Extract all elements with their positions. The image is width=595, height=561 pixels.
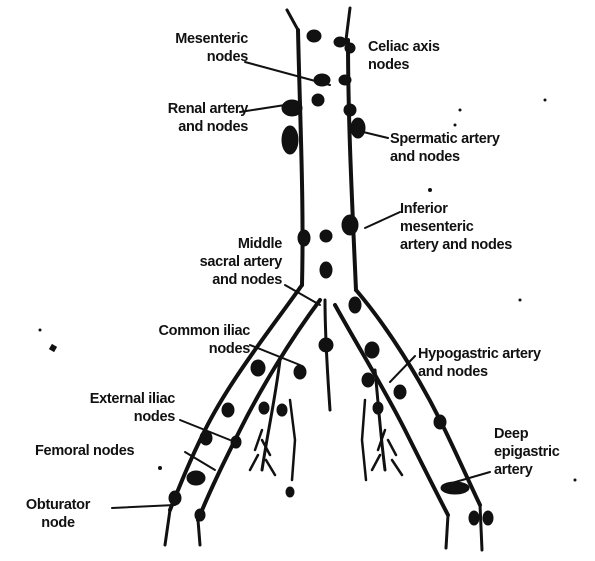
top-vessel-left <box>287 10 298 30</box>
label-line: node <box>6 514 110 532</box>
label-line: artery <box>494 461 560 479</box>
label-external-iliac-nodes: External iliac nodes <box>35 390 175 426</box>
label-line: Hypogastric artery <box>418 345 541 363</box>
label-line: Obturator <box>6 496 110 514</box>
right-iliac-outer <box>356 290 480 505</box>
leader-inferior <box>365 212 400 228</box>
label-line: External iliac <box>35 390 175 408</box>
label-line: Inferior <box>400 200 512 218</box>
label-hypogastric-artery: Hypogastric artery and nodes <box>418 345 541 381</box>
label-line: Celiac axis <box>368 38 440 56</box>
label-femoral-nodes: Femoral nodes <box>35 442 134 460</box>
label-line: and nodes <box>418 363 541 381</box>
label-line: Renal artery <box>108 100 248 118</box>
label-line: Common iliac <box>95 322 250 340</box>
top-vessel-right <box>346 8 350 40</box>
label-line: nodes <box>35 408 175 426</box>
label-line: epigastric <box>494 443 560 461</box>
label-line: artery and nodes <box>400 236 512 254</box>
leader-obturator <box>112 505 175 508</box>
label-line: and nodes <box>150 271 282 289</box>
label-line: nodes <box>118 48 248 66</box>
label-line: and nodes <box>390 148 500 166</box>
aorta-left-wall <box>298 30 303 285</box>
label-mesenteric-nodes: Mesenteric nodes <box>118 30 248 66</box>
label-inferior-mesenteric: Inferior mesenteric artery and nodes <box>400 200 512 254</box>
label-line: mesenteric <box>400 218 512 236</box>
label-spermatic-artery: Spermatic artery and nodes <box>390 130 500 166</box>
label-middle-sacral-artery: Middle sacral artery and nodes <box>150 235 282 289</box>
label-common-iliac-nodes: Common iliac nodes <box>95 322 250 358</box>
label-renal-artery: Renal artery and nodes <box>108 100 248 136</box>
middle-sacral <box>325 300 330 410</box>
label-line: Deep <box>494 425 560 443</box>
label-line: Middle <box>150 235 282 253</box>
label-line: Femoral nodes <box>35 442 134 460</box>
label-line: and nodes <box>108 118 248 136</box>
label-line: nodes <box>368 56 440 74</box>
label-obturator-node: Obturator node <box>6 496 110 532</box>
label-deep-epigastric-artery: Deep epigastric artery <box>494 425 560 479</box>
label-line: Spermatic artery <box>390 130 500 148</box>
label-line: Mesenteric <box>118 30 248 48</box>
label-line: nodes <box>95 340 250 358</box>
label-line: sacral artery <box>150 253 282 271</box>
label-celiac-axis-nodes: Celiac axis nodes <box>368 38 440 74</box>
